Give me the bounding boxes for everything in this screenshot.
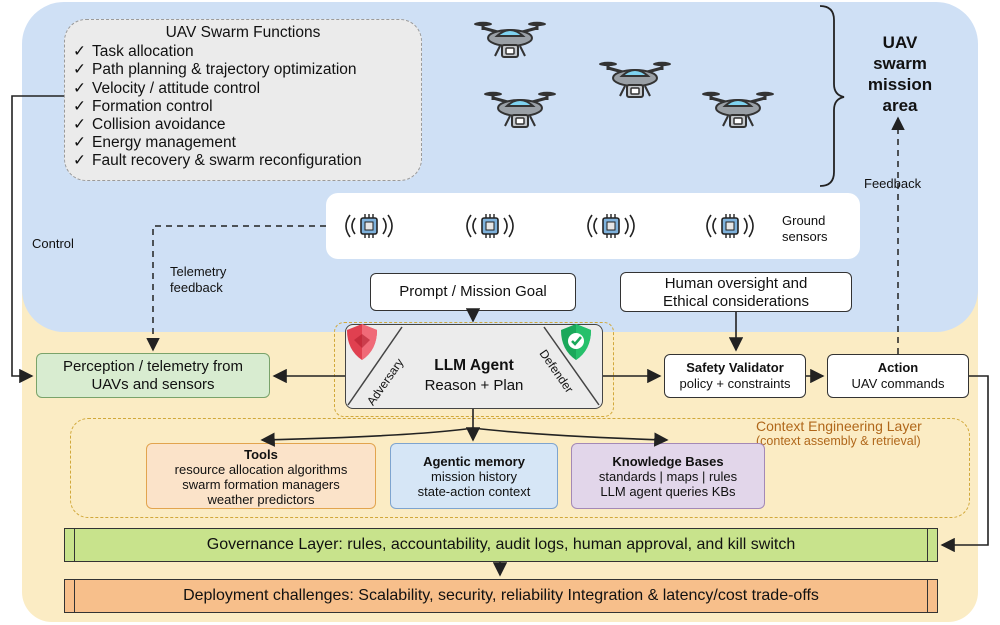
context-engineering-frame bbox=[70, 418, 970, 518]
llm-to-tools-arrow bbox=[260, 427, 474, 447]
context-engineering-label: Context Engineering Layer (context assem… bbox=[756, 418, 922, 449]
action-box: Action UAV commands bbox=[827, 354, 969, 398]
human-oversight-box: Human oversight and Ethical consideratio… bbox=[620, 272, 852, 312]
drone-icon bbox=[472, 20, 548, 59]
agentic-memory-box: Agentic memory mission history state-act… bbox=[390, 443, 558, 509]
llm-to-kb-arrow bbox=[472, 427, 669, 447]
prompt-mission-goal-box: Prompt / Mission Goal bbox=[370, 273, 576, 311]
swarm-functions-title: UAV Swarm Functions bbox=[165, 24, 321, 41]
drone-icon bbox=[482, 90, 558, 129]
telemetry-feedback-arrow bbox=[146, 225, 326, 352]
llm-agent-box: LLM Agent Reason + Plan Adversary Defend… bbox=[345, 324, 603, 409]
drone-icon bbox=[700, 90, 776, 129]
llm-agent-title: LLM Agent bbox=[434, 357, 514, 374]
control-label: Control bbox=[32, 236, 74, 251]
function-item: Formation control bbox=[73, 98, 421, 116]
ground-sensors-box bbox=[326, 193, 860, 259]
knowledge-bases-box: Knowledge Bases standards | maps | rules… bbox=[571, 443, 765, 509]
sensor-chip-icon bbox=[466, 213, 514, 239]
function-item: Fault recovery & swarm reconfiguration bbox=[73, 152, 421, 170]
sensor-chip-icon bbox=[345, 213, 393, 239]
ground-sensors-label: Ground sensors bbox=[782, 213, 828, 244]
sensor-chip-icon bbox=[706, 213, 754, 239]
red-shield-icon bbox=[347, 324, 377, 360]
feedback-label: Feedback bbox=[864, 176, 922, 191]
deployment-text: Deployment challenges: Scalability, secu… bbox=[183, 587, 819, 604]
llm-diagonal-lines bbox=[347, 326, 600, 406]
swarm-functions-box: UAV Swarm Functions Task allocation Path… bbox=[64, 19, 422, 181]
telemetry-feedback-label: Telemetry feedback bbox=[170, 264, 227, 295]
green-shield-check-icon bbox=[561, 324, 591, 360]
perception-box: Perception / telemetry from UAVs and sen… bbox=[36, 353, 270, 398]
function-item: Path planning & trajectory optimization bbox=[73, 61, 421, 79]
function-item: Task allocation bbox=[73, 43, 421, 61]
drone-icon bbox=[597, 60, 673, 99]
safety-validator-box: Safety Validator policy + constraints bbox=[664, 354, 806, 398]
swarm-functions-list: Task allocation Path planning & trajecto… bbox=[65, 43, 421, 170]
llm-agent-subtitle: Reason + Plan bbox=[424, 377, 524, 394]
mission-area-label: UAV swarm mission area bbox=[867, 33, 933, 115]
deployment-challenges-bar: Deployment challenges: Scalability, secu… bbox=[64, 579, 938, 613]
mission-area-brace bbox=[819, 5, 845, 187]
control-arrow bbox=[11, 95, 64, 384]
governance-text: Governance Layer: rules, accountability,… bbox=[206, 536, 796, 553]
sensor-chip-icon bbox=[587, 213, 635, 239]
function-item: Velocity / attitude control bbox=[73, 80, 421, 98]
function-item: Energy management bbox=[73, 134, 421, 152]
function-item: Collision avoidance bbox=[73, 116, 421, 134]
tools-box: Tools resource allocation algorithms swa… bbox=[146, 443, 376, 509]
governance-layer-bar: Governance Layer: rules, accountability,… bbox=[64, 528, 938, 562]
action-to-governance-arrow bbox=[940, 375, 989, 553]
